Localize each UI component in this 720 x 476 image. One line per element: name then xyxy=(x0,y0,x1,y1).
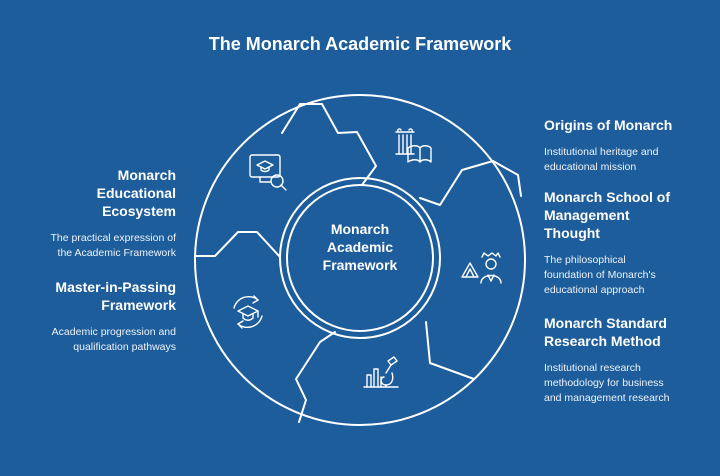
divider-lower-right xyxy=(425,321,475,380)
block-heading: Monarch Standard Research Method xyxy=(544,314,710,350)
block-master-in-passing: Master-in-Passing Framework Academic pro… xyxy=(22,278,176,355)
description-line: foundation of Monarch's xyxy=(544,269,656,281)
page-title: The Monarch Academic Framework xyxy=(208,34,512,54)
cycle-graduation-cap-icon xyxy=(233,295,263,329)
heading-line: Monarch xyxy=(117,167,176,183)
heading-line: Research Method xyxy=(544,333,661,349)
description-line: qualification pathways xyxy=(73,341,176,353)
screen-search-icon xyxy=(249,154,287,191)
center-label: Monarch Academic Framework xyxy=(295,220,425,274)
heading-line: Origins of Monarch xyxy=(544,117,673,133)
description-line: The philosophical xyxy=(544,254,626,266)
description-line: the Academic Framework xyxy=(57,247,176,259)
column-book-icon xyxy=(395,128,432,163)
heading-line: Master-in-Passing xyxy=(55,279,176,295)
block-heading: Monarch Educational Ecosystem xyxy=(22,166,176,220)
center-label-line-3: Framework xyxy=(322,257,398,273)
outer-ring xyxy=(194,94,526,426)
description-line: methodology for business xyxy=(544,377,664,389)
inner-ring-inner xyxy=(286,184,434,332)
block-heading: Origins of Monarch xyxy=(544,116,710,134)
description-line: Institutional research xyxy=(544,362,641,374)
block-heading: Monarch School of Management Thought xyxy=(544,188,710,242)
description-line: educational mission xyxy=(544,161,637,173)
heading-line: Educational xyxy=(96,185,176,201)
divider-bottom xyxy=(295,331,336,423)
center-label-line-2: Academic xyxy=(326,239,394,255)
block-description: The practical expression of the Academic… xyxy=(22,231,176,261)
block-description: Institutional heritage and educational m… xyxy=(544,145,710,175)
block-description: The philosophical foundation of Monarch'… xyxy=(544,253,710,298)
heading-line: Monarch Standard xyxy=(544,315,667,331)
heading-line: Management xyxy=(544,207,630,223)
description-line: Academic progression and xyxy=(51,326,176,338)
description-line: educational approach xyxy=(544,284,645,296)
block-description: Academic progression and qualification p… xyxy=(22,325,176,355)
description-line: and management research xyxy=(544,392,670,404)
research-microscope-icon xyxy=(363,356,399,388)
divider-top xyxy=(281,103,377,186)
description-line: Institutional heritage and xyxy=(544,146,659,158)
heading-line: Framework xyxy=(101,297,176,313)
heading-line: Ecosystem xyxy=(102,203,176,219)
block-origins-of-monarch: Origins of Monarch Institutional heritag… xyxy=(544,116,710,175)
graduate-figure-icon xyxy=(461,252,502,284)
divider-left xyxy=(195,231,281,258)
heading-line: Monarch School of xyxy=(544,189,670,205)
divider-upper-right xyxy=(419,160,522,206)
block-educational-ecosystem: Monarch Educational Ecosystem The practi… xyxy=(22,166,176,261)
block-school-of-management-thought: Monarch School of Management Thought The… xyxy=(544,188,710,298)
center-label-line-1: Monarch xyxy=(330,221,390,237)
block-description: Institutional research methodology for b… xyxy=(544,361,710,406)
heading-line: Thought xyxy=(544,225,600,241)
description-line: The practical expression of xyxy=(50,232,176,244)
block-standard-research-method: Monarch Standard Research Method Institu… xyxy=(544,314,710,406)
block-heading: Master-in-Passing Framework xyxy=(22,278,176,314)
